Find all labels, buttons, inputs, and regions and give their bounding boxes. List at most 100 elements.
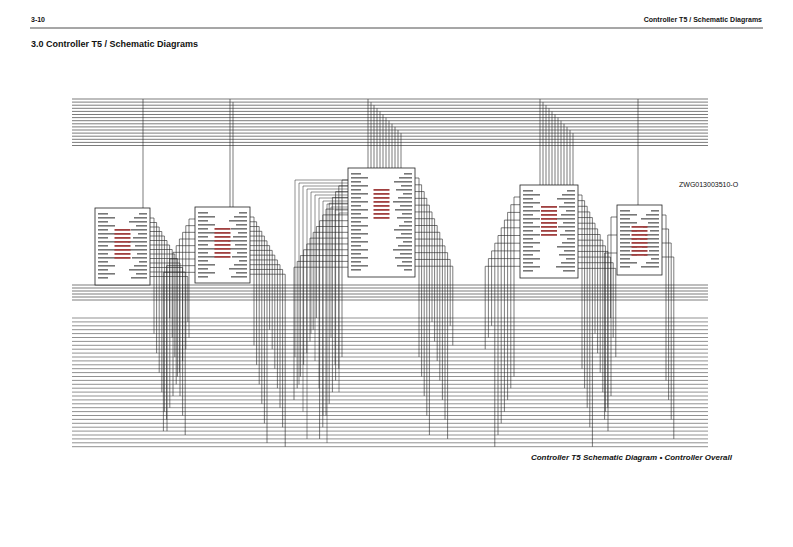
pin-mark <box>139 261 147 263</box>
bus-line <box>72 442 708 443</box>
pin-mark <box>651 210 659 212</box>
wire <box>156 223 157 354</box>
wire <box>597 229 598 353</box>
pin-mark <box>351 261 361 263</box>
pin-mark <box>115 245 131 247</box>
pin-wire <box>485 266 520 267</box>
pin-wire <box>250 240 267 241</box>
module-block <box>95 208 150 285</box>
pin-mark <box>98 221 108 223</box>
bus-line <box>72 341 708 342</box>
pin-mark <box>136 273 147 275</box>
pin-wire <box>250 250 272 251</box>
bus-line <box>72 349 708 350</box>
pin-mark <box>351 189 361 191</box>
pin-mark <box>136 225 147 227</box>
pin-wire <box>415 252 448 253</box>
pin-mark <box>374 197 390 199</box>
pin-wire <box>186 225 195 226</box>
page-number: 3-10 <box>30 16 46 24</box>
pin-mark <box>632 230 648 232</box>
wire <box>380 111 381 168</box>
wire <box>395 127 396 168</box>
pin-wire <box>488 258 520 259</box>
pin-mark <box>98 269 108 271</box>
pin-mark <box>641 218 659 220</box>
pin-mark <box>566 258 575 260</box>
pin-mark <box>620 218 630 220</box>
wire <box>331 207 332 338</box>
pin-mark <box>395 209 412 211</box>
pin-mark <box>403 193 412 195</box>
pin-wire <box>316 226 348 227</box>
pin-mark <box>239 260 247 262</box>
wire <box>269 246 270 330</box>
wire <box>154 218 155 334</box>
pin-wire <box>150 222 157 223</box>
bus-line <box>72 99 708 100</box>
pin-wire <box>415 239 442 240</box>
pin-mark <box>198 248 215 250</box>
pin-mark <box>232 256 247 258</box>
pin-mark <box>135 245 147 247</box>
pin-wire <box>495 243 520 244</box>
pin-mark <box>98 229 108 231</box>
wire <box>161 232 162 393</box>
pin-wire <box>310 238 348 239</box>
pin-mark <box>131 229 147 231</box>
pin-wire <box>415 218 435 219</box>
pin-wire <box>294 267 348 268</box>
pin-wire <box>250 231 262 232</box>
pin-wire <box>150 245 170 246</box>
bus-line <box>72 357 708 358</box>
pin-mark <box>404 173 412 175</box>
bus-line <box>72 399 708 400</box>
wire <box>159 227 160 373</box>
wire <box>605 246 606 412</box>
pin-wire <box>492 250 520 251</box>
pin-mark <box>541 210 557 212</box>
wire <box>143 99 144 208</box>
pin-mark <box>138 233 147 235</box>
wire <box>307 189 308 439</box>
pin-wire <box>313 232 348 233</box>
pin-mark <box>541 234 557 236</box>
pin-mark <box>98 257 115 259</box>
pin-mark <box>393 201 412 203</box>
pin-mark <box>351 201 368 203</box>
bus-line <box>72 318 708 319</box>
bus-line <box>72 291 708 292</box>
pin-mark <box>523 270 533 272</box>
bus-line <box>72 297 708 298</box>
pin-mark <box>399 177 412 179</box>
bus-line <box>72 446 708 447</box>
pin-mark <box>98 253 108 255</box>
pin-mark <box>541 206 557 208</box>
pin-mark <box>523 262 533 264</box>
wire <box>561 121 562 185</box>
bus-line <box>72 123 708 124</box>
pin-wire <box>415 225 437 226</box>
wire <box>383 115 384 169</box>
pin-mark <box>115 233 131 235</box>
pin-mark <box>562 194 575 196</box>
pin-mark <box>647 242 659 244</box>
pin-mark <box>351 245 361 247</box>
bus-line <box>72 364 708 365</box>
bus-line <box>72 117 708 118</box>
pin-mark <box>198 240 215 242</box>
pin-mark <box>98 245 108 247</box>
wire <box>589 212 590 427</box>
pin-mark <box>215 248 231 250</box>
pin-mark <box>523 250 540 252</box>
wire <box>592 218 593 447</box>
pin-mark <box>351 225 368 227</box>
pin-mark <box>351 205 361 207</box>
pin-mark <box>215 240 231 242</box>
bus-line <box>72 133 708 134</box>
pin-wire <box>173 252 195 253</box>
pin-mark <box>523 234 540 236</box>
pin-wire <box>250 255 275 256</box>
pin-mark <box>561 214 575 216</box>
wire <box>491 251 492 326</box>
